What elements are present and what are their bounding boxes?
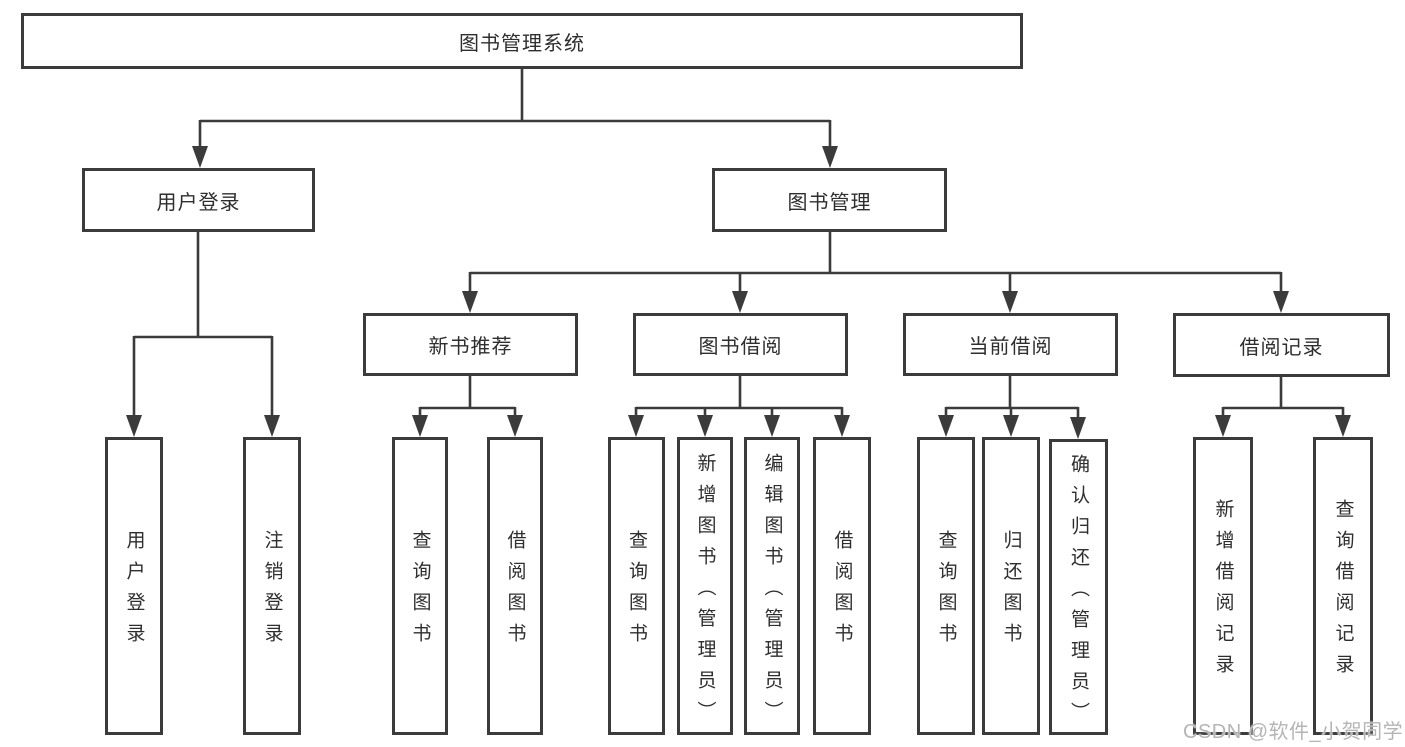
node-book-borrowing: 图书借阅 <box>633 313 848 376</box>
leaf-borrow-books-borrowing: 借阅图书 <box>813 437 871 735</box>
leaf-user-login: 用户登录 <box>105 437 163 735</box>
node-borrowing-records: 借阅记录 <box>1173 313 1390 377</box>
node-book-management: 图书管理 <box>712 168 947 232</box>
leaf-query-books-recommend: 查询图书 <box>392 437 448 735</box>
node-user-login: 用户登录 <box>82 168 315 232</box>
node-root: 图书管理系统 <box>21 13 1023 69</box>
leaf-borrow-books-recommend: 借阅图书 <box>487 437 543 735</box>
leaf-query-books-borrowing: 查询图书 <box>608 437 665 735</box>
node-new-book-recommend: 新书推荐 <box>363 313 578 376</box>
leaf-query-books-current: 查询图书 <box>917 437 975 735</box>
leaf-logout: 注销登录 <box>243 437 301 735</box>
leaf-query-borrow-record: 查询借阅记录 <box>1313 437 1373 735</box>
leaf-add-borrow-record: 新增借阅记录 <box>1193 437 1253 735</box>
node-current-borrowing: 当前借阅 <box>903 313 1118 376</box>
leaf-return-books: 归还图书 <box>982 437 1040 735</box>
watermark-text: CSDN @软件_小贺同学 <box>1183 721 1404 743</box>
leaf-edit-books-admin: 编辑图书（管理员） <box>744 437 800 735</box>
leaf-add-books-admin: 新增图书（管理员） <box>677 437 733 735</box>
leaf-confirm-return-admin: 确认归还（管理员） <box>1049 439 1108 735</box>
